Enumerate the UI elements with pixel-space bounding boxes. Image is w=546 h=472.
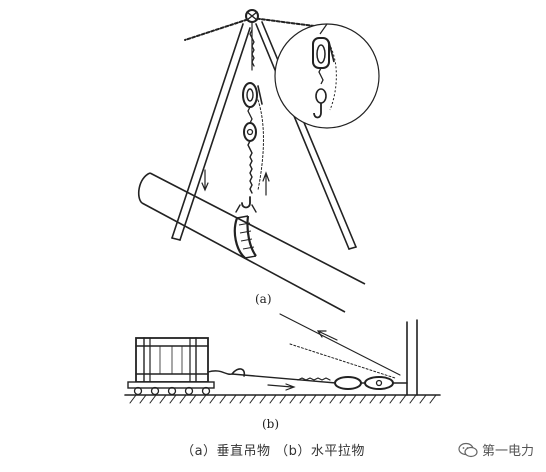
- guy-rope-left: [184, 17, 253, 41]
- hoist-block-lower: [243, 122, 257, 142]
- hand-chain: [257, 99, 264, 191]
- label-a: (a): [255, 292, 272, 306]
- detail-inset: [274, 23, 380, 129]
- arrow-down-icon: [201, 169, 209, 192]
- tripod-illustration: [171, 9, 357, 250]
- hoist-block-upper: [242, 82, 263, 108]
- horizontal-pull-illustration: [124, 313, 441, 404]
- ground: [124, 394, 441, 404]
- lever-hoist: [334, 376, 408, 390]
- roller-pallet: [127, 381, 215, 396]
- tripod-leg-left: [171, 23, 251, 241]
- hand-chain-b: [289, 343, 396, 379]
- wooden-crate: [135, 337, 209, 383]
- lifting-hook: [241, 196, 251, 209]
- label-b: (b): [262, 417, 279, 431]
- arrow-right-icon: [267, 383, 296, 391]
- pulling-line: [279, 313, 401, 376]
- watermark-text: 第一电力: [481, 444, 534, 459]
- pull-chain: [207, 370, 337, 384]
- pipe-sling: [233, 215, 257, 259]
- figure-caption: （a）垂直吊物 （b）水平拉物: [181, 444, 365, 459]
- pipe-load: [137, 172, 366, 313]
- load-chain: [247, 140, 253, 194]
- arrow-left-icon: [316, 330, 338, 341]
- arrow-up-icon: [262, 171, 270, 196]
- anchor-post: [406, 319, 418, 396]
- wechat-icon: [458, 442, 478, 457]
- hoist-chain-upper: [249, 29, 255, 67]
- watermark: 第一电力: [458, 440, 534, 459]
